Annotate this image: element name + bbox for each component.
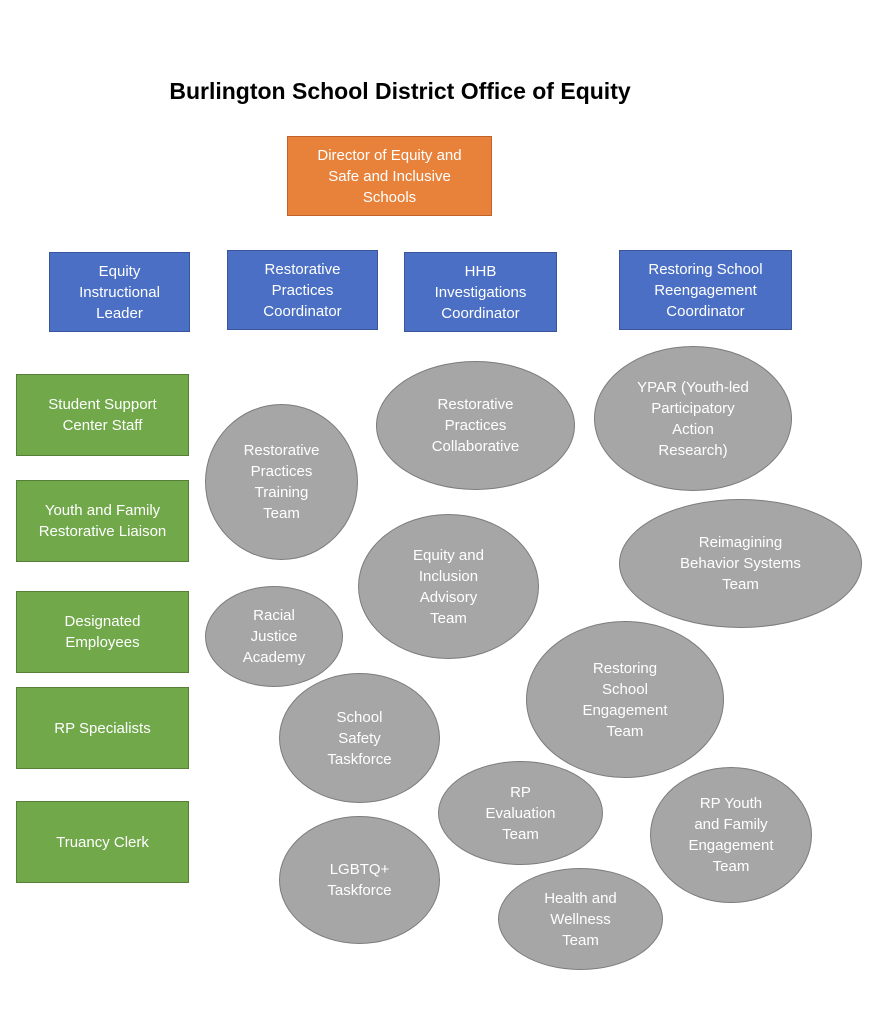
page-title: Burlington School District Office of Equ…: [169, 78, 631, 104]
team-lgbtq-taskforce: LGBTQ+ Taskforce: [279, 816, 440, 944]
staff-truancy-clerk: Truancy Clerk: [16, 801, 189, 883]
team-equity-inclusion-advisory: Equity and Inclusion Advisory Team: [358, 514, 539, 659]
staff-student-support-center: Student Support Center Staff: [16, 374, 189, 456]
coordinator-restoring-school-reengagement: Restoring School Reengagement Coordinato…: [619, 250, 792, 330]
staff-youth-family-restorative-liaison: Youth and Family Restorative Liaison: [16, 480, 189, 562]
team-school-safety-taskforce: School Safety Taskforce: [279, 673, 440, 803]
staff-designated-employees: Designated Employees: [16, 591, 189, 673]
team-rp-collaborative: Restorative Practices Collaborative: [376, 361, 575, 490]
team-health-wellness: Health and Wellness Team: [498, 868, 663, 970]
coordinator-restorative-practices: Restorative Practices Coordinator: [227, 250, 378, 330]
staff-rp-specialists: RP Specialists: [16, 687, 189, 769]
team-rp-evaluation: RP Evaluation Team: [438, 761, 603, 865]
coordinator-hhb-investigations: HHB Investigations Coordinator: [404, 252, 557, 332]
team-ypar: YPAR (Youth-led Participatory Action Res…: [594, 346, 792, 491]
coordinator-equity-instructional-leader: Equity Instructional Leader: [49, 252, 190, 332]
team-rp-training: Restorative Practices Training Team: [205, 404, 358, 560]
team-racial-justice-academy: Racial Justice Academy: [205, 586, 343, 687]
team-rp-youth-family-engagement: RP Youth and Family Engagement Team: [650, 767, 812, 903]
team-reimagining-behavior-systems: Reimagining Behavior Systems Team: [619, 499, 862, 628]
team-restoring-school-engagement: Restoring School Engagement Team: [526, 621, 724, 778]
director-box: Director of Equity and Safe and Inclusiv…: [287, 136, 492, 216]
